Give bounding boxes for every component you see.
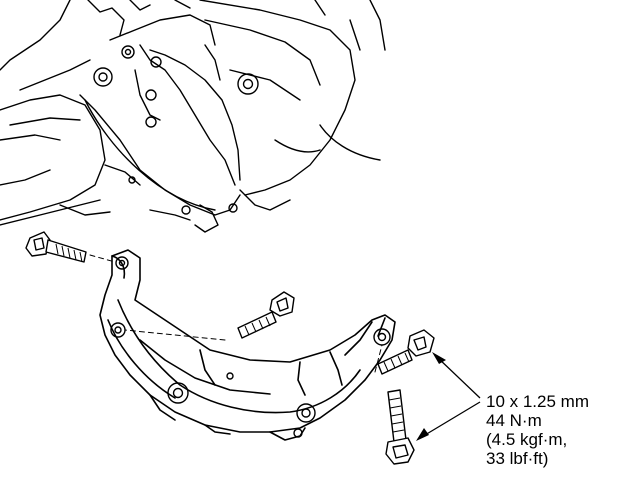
bolt-size-label: 10 x 1.25 mm <box>486 392 589 411</box>
bolt-icon <box>25 231 87 263</box>
engine-bolt-bosses <box>93 45 259 215</box>
bolt-icon <box>377 329 435 375</box>
arrowhead-icon <box>416 428 429 441</box>
torque-nm-label: 44 N·m <box>486 411 542 430</box>
bolt-icon <box>237 291 295 339</box>
arrowhead-icon <box>432 352 446 364</box>
bolt-icon <box>385 389 415 465</box>
torque-specification: 10 x 1.25 mm 44 N·m (4.5 kgf·m, 33 lbf·f… <box>486 392 636 468</box>
bracket-plate <box>99 249 396 441</box>
engine-assembly <box>0 0 386 233</box>
bracket-holes <box>110 256 391 438</box>
alignment-lines <box>89 254 383 373</box>
torque-lbfft-label: 33 lbf·ft) <box>486 449 549 468</box>
torque-leader-lines <box>419 356 481 439</box>
torque-kgfm-label: (4.5 kgf·m, <box>486 430 568 449</box>
